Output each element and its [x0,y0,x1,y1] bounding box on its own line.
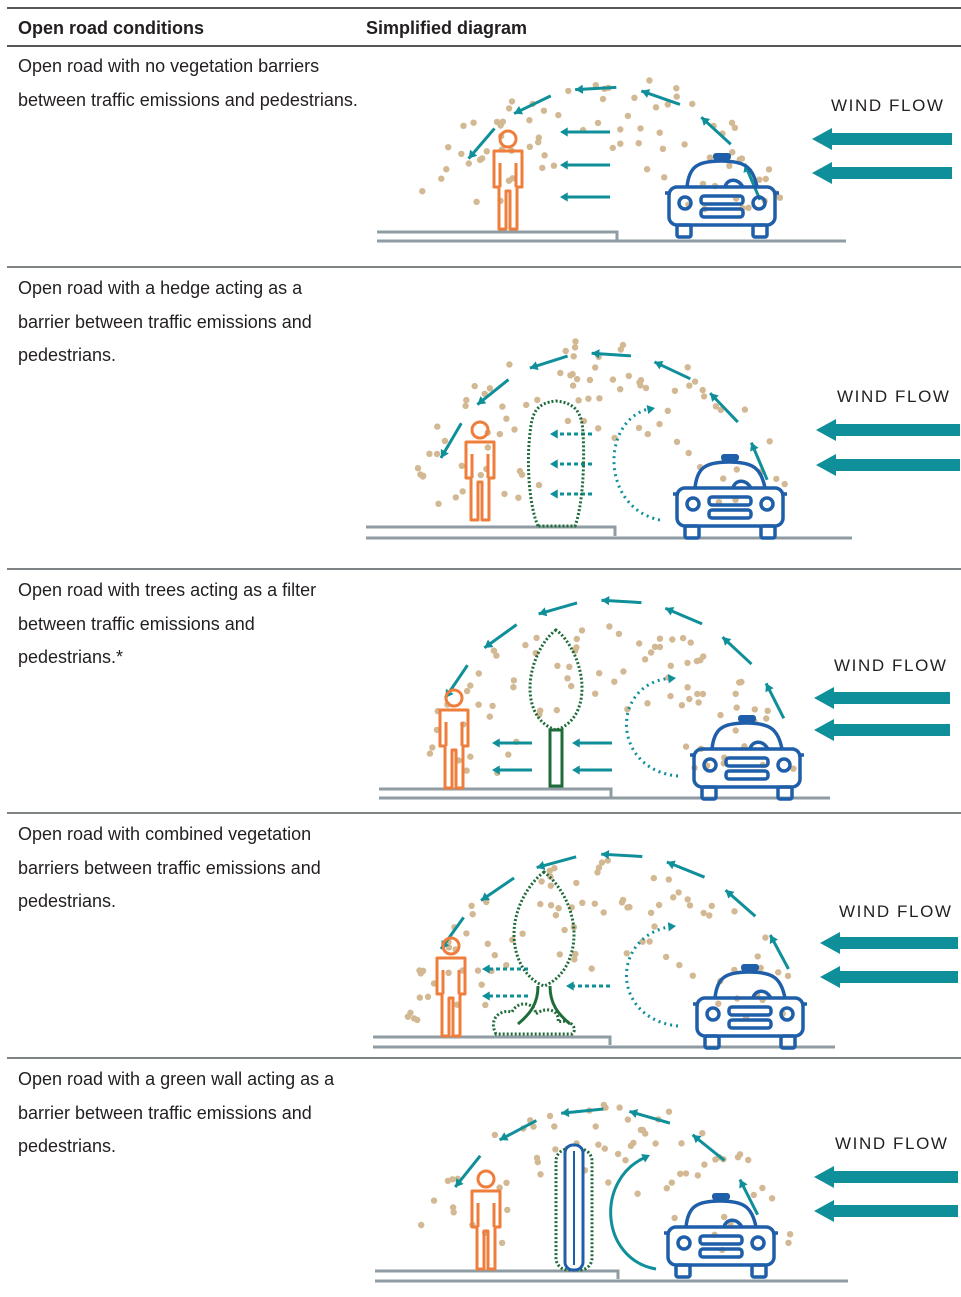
hedge-icon [526,399,586,528]
particle-cloud [404,857,792,1024]
row-description: Open road with a green wall acting as a … [18,1069,335,1156]
table-row: Open road with trees acting as a filter … [0,570,961,812]
wind-arrow-icon [814,1166,958,1222]
car-icon [673,454,787,540]
wind-flow-label: WIND FLOW [839,902,953,921]
wind-arrow-icon [814,687,950,741]
wind-flow-label: WIND FLOW [837,387,951,406]
ground [377,230,846,243]
particle-cloud [419,77,784,213]
wind-flow-label: WIND FLOW [835,1134,949,1153]
table-row: Open road with a hedge acting as a barri… [0,268,961,568]
person-icon [464,420,496,522]
wind-arrow-icon [812,128,952,184]
diagram-hedge: WIND FLOW [366,338,960,540]
column-header-conditions: Open road conditions [18,18,205,38]
diagram-no-barrier: WIND FLOW [377,77,952,243]
car-icon [693,964,807,1050]
person-icon [438,688,470,790]
wind-flow-label: WIND FLOW [831,96,945,115]
person-icon [435,936,467,1038]
green-wall-icon [554,1143,594,1272]
table-row: Open road with a green wall acting as a … [0,1059,961,1297]
row-description: Open road with trees acting as a filter … [18,580,317,667]
ground [379,787,830,800]
ground [373,1035,835,1049]
wind-arrow-icon [820,932,958,988]
wind-arrow-icon [816,419,960,476]
table-top-rule [7,7,961,9]
diagram-combined: WIND FLOW [373,849,958,1050]
row-description: Open road with a hedge acting as a barri… [18,278,312,365]
ground [375,1269,848,1283]
particle-cloud [418,1101,794,1254]
ground [366,525,852,540]
table-row: Open road with combined vegetation barri… [0,814,961,1057]
dispersion-arrows [454,1107,759,1271]
particle-cloud [414,338,788,507]
row-divider [7,812,961,814]
diagram-trees: WIND FLOW [379,596,950,801]
row-description: Open road with combined vegetation barri… [18,824,321,911]
diagram-green-wall: WIND FLOW [375,1101,958,1283]
car-icon [665,153,779,239]
row-divider [7,1057,961,1059]
table-row: Open road with no vegetation barriers be… [0,47,961,266]
tree-icon [528,628,584,788]
dispersion-arrows [439,349,769,522]
table-header-rule [7,45,961,47]
dispersion-arrows [467,84,762,202]
particle-cloud [426,623,797,777]
car-icon [690,715,804,801]
person-icon [492,129,524,231]
person-icon [470,1169,502,1271]
row-divider [7,568,961,570]
row-description: Open road with no vegetation barriers be… [18,56,358,110]
car-icon [664,1193,778,1279]
tree-icon [512,870,576,1026]
column-header-diagram: Simplified diagram [366,18,528,38]
row-divider [7,266,961,268]
wind-flow-label: WIND FLOW [834,656,948,675]
